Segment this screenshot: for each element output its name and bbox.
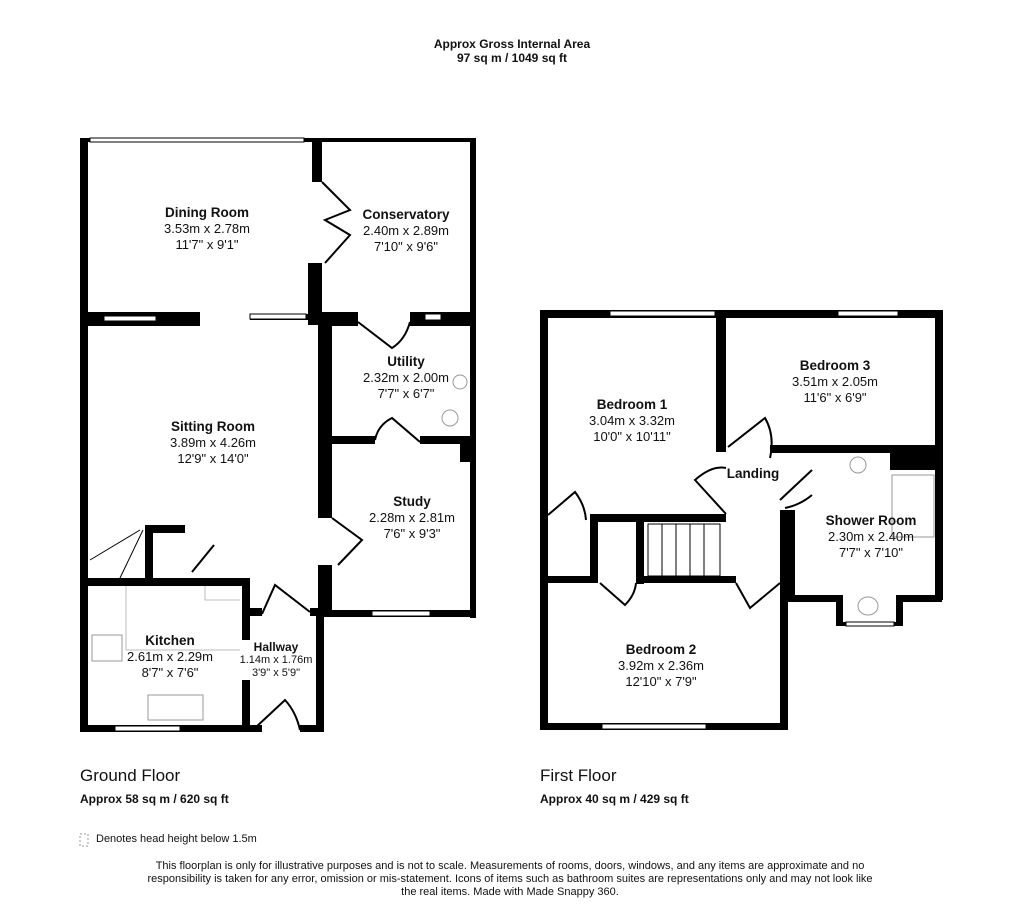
ground-floor-doors (89, 181, 421, 731)
first-floor-area: Approx 40 sq m / 429 sq ft (540, 792, 689, 806)
gross-area-value: 97 sq m / 1049 sq ft (456, 51, 568, 65)
room-landing: Landing (726, 466, 780, 481)
head-height-legend-icon (79, 833, 89, 847)
first-floor-stairs (647, 523, 721, 577)
ground-floor-label: Ground Floor (80, 766, 181, 785)
gross-area-title: Approx Gross Internal Area (433, 37, 591, 51)
first-floor-label: First Floor (540, 766, 617, 785)
head-height-legend: Denotes head height below 1.5m (96, 833, 257, 845)
ground-floor-windows (89, 137, 442, 732)
disclaimer: This floorplan is only for illustrative … (147, 860, 873, 898)
first-floor-windows (601, 310, 899, 730)
ground-floor-walls (80, 138, 476, 732)
fixtures (91, 374, 935, 721)
ground-floor-area: Approx 58 sq m / 620 sq ft (80, 792, 229, 806)
first-floor-doors (547, 416, 813, 610)
